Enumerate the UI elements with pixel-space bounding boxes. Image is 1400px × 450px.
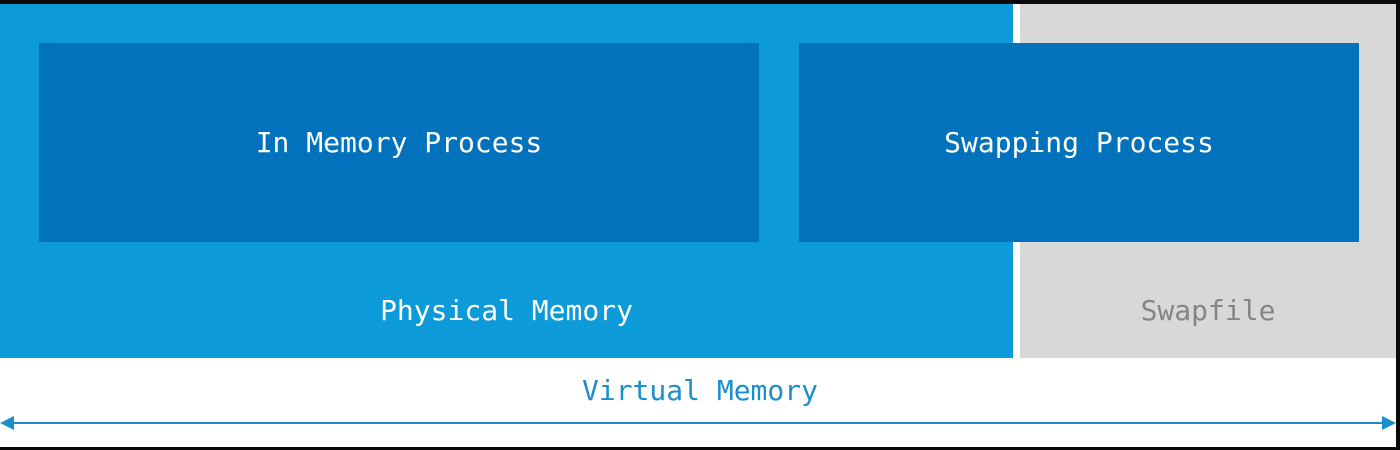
double-headed-arrow-icon [0,416,1396,430]
in-memory-process-box: In Memory Process [39,43,759,242]
swapping-process-box: Swapping Process [799,43,1359,242]
swapping-process-label: Swapping Process [944,126,1214,159]
swapfile-label: Swapfile [1140,294,1276,327]
in-memory-process-label: In Memory Process [255,126,543,159]
diagram-frame: In Memory Process Swapping Process Physi… [0,4,1396,447]
physical-memory-label: Physical Memory [380,294,633,327]
virtual-memory-label: Virtual Memory [581,374,818,407]
